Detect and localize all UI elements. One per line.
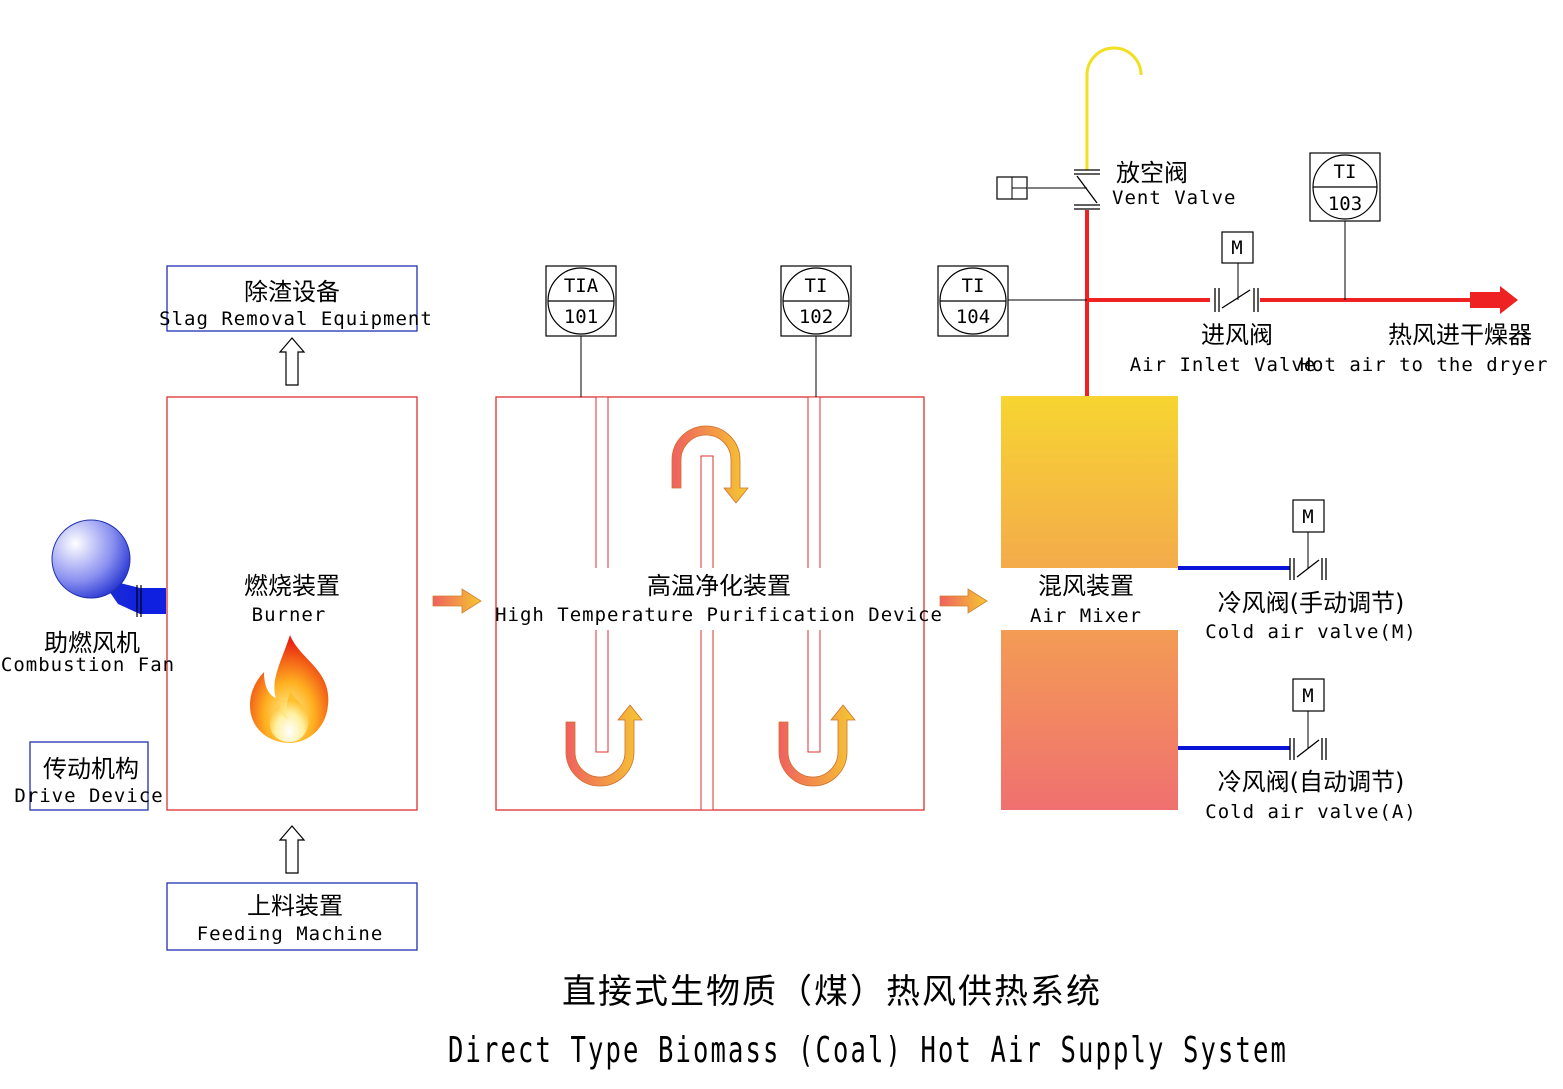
vent-valve-label-cn: 放空阀: [1116, 159, 1188, 187]
instrument-number: 104: [956, 306, 990, 328]
drive-device-box: 传动机构 Drive Device: [14, 741, 163, 811]
instrument-ti-102: TI 102: [780, 265, 852, 337]
instrument-tag: TIA: [564, 275, 599, 297]
diagram-title-cn: 直接式生物质（煤）热风供热系统: [562, 972, 1102, 1012]
instrument-tia-101: TIA 101: [545, 265, 617, 337]
burner-box: 燃烧装置 Burner: [166, 396, 418, 811]
burner-label-cn: 燃烧装置: [244, 572, 340, 600]
instrument-tag: TI: [1334, 161, 1357, 183]
instrument-tag: TI: [962, 275, 985, 297]
diagram-title-en: Direct Type Biomass (Coal) Hot Air Suppl…: [448, 1030, 1288, 1071]
combustion-fan-label-cn: 助燃风机: [44, 629, 140, 657]
air-mixer: 混风装置 Air Mixer: [1001, 396, 1178, 810]
instrument-number: 103: [1328, 193, 1362, 215]
u-turn-arrow-top: [671, 425, 749, 504]
cold-auto-label-cn: 冷风阀(自动调节): [1218, 768, 1405, 796]
vent-pipe: [1085, 46, 1143, 170]
feeding-machine-label-cn: 上料装置: [247, 892, 343, 920]
outlet-label-en: Hot air to the dryer: [1300, 354, 1549, 376]
cold-manual-label-cn: 冷风阀(手动调节): [1218, 589, 1405, 617]
slag-up-arrow: [278, 337, 306, 386]
slag-removal-box: 除渣设备 Slag Removal Equipment: [159, 265, 433, 332]
feeding-machine-label-en: Feeding Machine: [197, 923, 384, 945]
flow-arrow-1: [432, 588, 482, 614]
outlet-label-cn: 热风进干燥器: [1388, 321, 1532, 349]
air-inlet-label-cn: 进风阀: [1201, 321, 1273, 349]
u-turn-arrow-left: [565, 704, 643, 787]
air-inlet-actuator-label: M: [1231, 237, 1242, 259]
instrument-ti-104: TI 104: [937, 265, 1009, 337]
instrument-number: 101: [564, 306, 598, 328]
burner-label-en: Burner: [252, 604, 327, 626]
air-mixer-label-cn: 混风装置: [1038, 572, 1134, 600]
instrument-tag: TI: [805, 275, 828, 297]
drive-device-label-cn: 传动机构: [43, 755, 139, 783]
flow-arrow-2: [939, 588, 988, 614]
cold-manual-label-en: Cold air valve(M): [1205, 621, 1416, 643]
feed-up-arrow: [278, 825, 306, 874]
purification-box: 高温净化装置 High Temperature Purification Dev…: [495, 396, 943, 811]
drive-device-label-en: Drive Device: [14, 785, 163, 807]
cold-valve-manual-symbol: M: [1289, 499, 1327, 580]
instrument-ti-103: TI 103: [1309, 152, 1381, 222]
cold-valve-auto-symbol: M: [1289, 678, 1327, 760]
air-inlet-valve-symbol: M: [1210, 231, 1260, 312]
fire-icon: [250, 635, 329, 743]
vent-valve-label-en: Vent Valve: [1112, 187, 1236, 209]
combustion-fan-label-en: Combustion Fan: [1, 654, 175, 676]
u-turn-arrow-right: [778, 704, 856, 787]
purification-label-cn: 高温净化装置: [647, 572, 791, 600]
slag-removal-label-cn: 除渣设备: [244, 278, 340, 306]
combustion-fan: [51, 519, 166, 617]
cold-manual-actuator-label: M: [1302, 506, 1313, 528]
cold-auto-actuator-label: M: [1302, 685, 1313, 707]
cold-auto-label-en: Cold air valve(A): [1205, 801, 1416, 823]
hot-air-outlet-arrow: [1470, 286, 1518, 314]
instrument-number: 102: [799, 306, 833, 328]
slag-removal-label-en: Slag Removal Equipment: [159, 308, 433, 330]
feeding-machine-box: 上料装置 Feeding Machine: [166, 882, 418, 951]
vent-valve-symbol: [996, 169, 1100, 210]
air-inlet-label-en: Air Inlet Valve: [1130, 354, 1317, 376]
purification-label-en: High Temperature Purification Device: [495, 604, 943, 626]
air-mixer-label-en: Air Mixer: [1030, 605, 1142, 627]
